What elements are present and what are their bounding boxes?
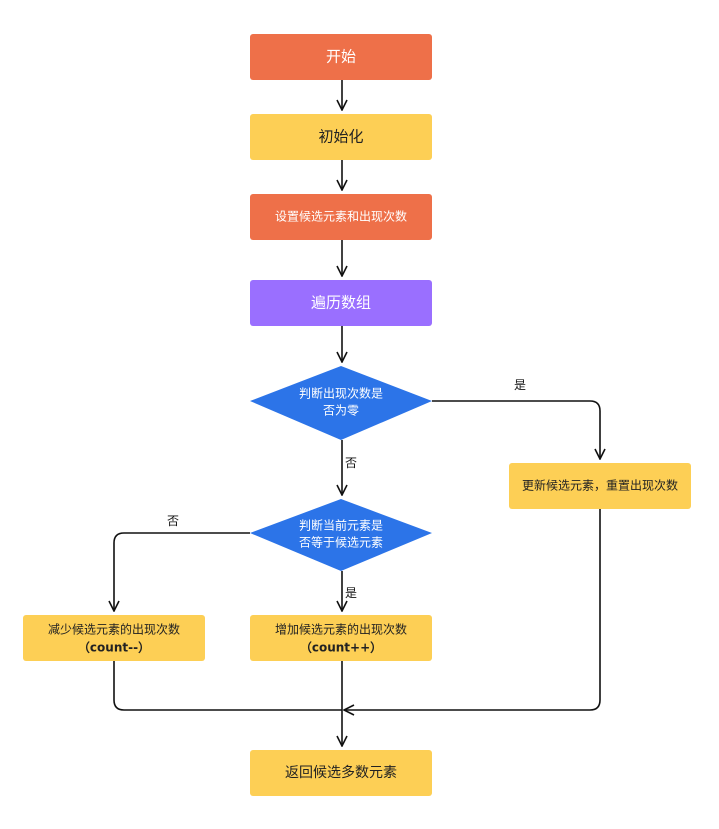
node-decrease-line2: （count--） [78, 640, 150, 655]
edge-label-equal-yes: 是 [345, 586, 357, 600]
node-iterate-label: 遍历数组 [311, 294, 371, 312]
node-decrease-line1: 减少候选元素的出现次数 [48, 622, 180, 637]
node-init-label: 初始化 [318, 128, 363, 146]
node-iterate-box [250, 280, 432, 326]
decision-check-zero-line2: 否为零 [323, 404, 359, 418]
decision-check-equal-line1: 判断当前元素是 [299, 518, 383, 533]
node-update-box [509, 463, 691, 509]
node-update-label: 更新候选元素，重置出现次数 [522, 478, 678, 493]
edge-label-zero-yes: 是 [514, 378, 526, 392]
edge-check-zero-yes [432, 400, 600, 459]
edge-update-merge [344, 509, 601, 710]
node-increase-line1: 增加候选元素的出现次数 [275, 622, 407, 637]
decision-check-equal-shape [250, 499, 432, 571]
node-start-label: 开始 [326, 48, 356, 66]
edge-check-equal-no [114, 532, 250, 611]
decision-check-equal-line2: 否等于候选元素 [299, 536, 383, 550]
node-decrease: 减少候选元素的出现次数 （count--） [23, 615, 205, 661]
node-decrease-box [23, 615, 205, 661]
edge-label-equal-no: 否 [167, 514, 179, 528]
decision-check-equal: 判断当前元素是 否等于候选元素 [250, 499, 432, 571]
node-init-box [250, 114, 432, 160]
node-return: 返回候选多数元素 [250, 750, 432, 796]
node-increase-line2: （count++） [300, 640, 382, 655]
node-increase: 增加候选元素的出现次数 （count++） [250, 615, 432, 661]
node-start-box [250, 34, 432, 80]
decision-check-zero: 判断出现次数是 否为零 [250, 366, 432, 440]
decision-check-zero-shape [250, 366, 432, 440]
node-set-box [250, 194, 432, 240]
decision-check-zero-line1: 判断出现次数是 [299, 386, 383, 401]
node-iterate: 遍历数组 [250, 280, 432, 326]
node-return-box [250, 750, 432, 796]
edges [114, 80, 600, 746]
node-init: 初始化 [250, 114, 432, 160]
node-update: 更新候选元素，重置出现次数 [509, 463, 691, 509]
node-set: 设置候选元素和出现次数 [250, 194, 432, 240]
node-return-label: 返回候选多数元素 [285, 764, 397, 781]
edge-decrease-merge [113, 661, 342, 711]
node-start: 开始 [250, 34, 432, 80]
node-set-label: 设置候选元素和出现次数 [275, 209, 407, 224]
edge-label-zero-no: 否 [345, 456, 357, 470]
node-increase-box [250, 615, 432, 661]
